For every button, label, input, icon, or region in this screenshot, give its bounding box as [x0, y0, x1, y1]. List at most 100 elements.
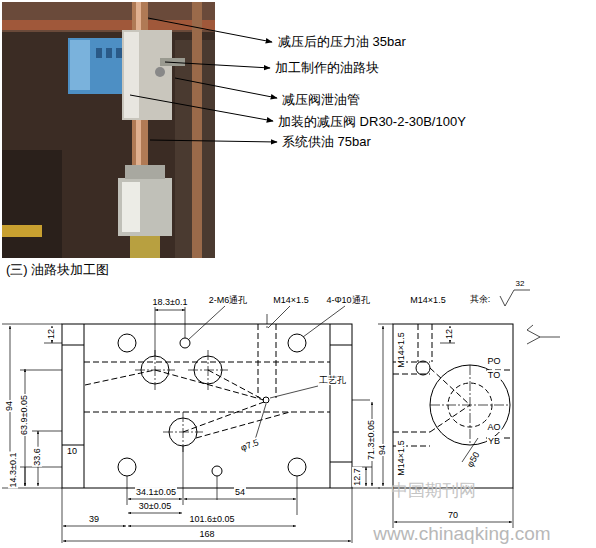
photo: [122, 182, 140, 232]
photo: [2, 2, 215, 32]
dimension: 168: [198, 530, 215, 540]
front-view: [128, 513, 182, 514]
dimension: 34.1±0.05: [135, 487, 177, 497]
front-view: [155, 310, 185, 311]
front-view: [62, 488, 63, 543]
watermark: www.chinaqking.com: [373, 523, 550, 544]
front-view: [84, 324, 85, 488]
dimension: 94: [4, 400, 14, 412]
front-view: [183, 402, 264, 432]
side-view: [432, 324, 433, 362]
side-view: [430, 368, 470, 405]
photo: [122, 30, 172, 120]
photo: [125, 165, 165, 179]
photo: [124, 32, 139, 118]
port-name: AO: [486, 423, 501, 433]
dimension: 10: [66, 446, 78, 456]
callout-text: 加装的减压阀 DR30-2-30B/100Y: [278, 114, 466, 129]
port-name: PO: [486, 356, 501, 366]
port-name: TO: [487, 371, 501, 381]
front-view: [84, 412, 330, 413]
watermark: 中国期刊网: [391, 482, 476, 501]
dimension: 54: [234, 487, 246, 497]
side-view: [430, 405, 510, 406]
front-view: [32, 431, 62, 432]
leader-lines: [130, 95, 273, 121]
leader-lines: [130, 18, 277, 142]
roughness-note: 其余:: [469, 294, 492, 304]
dimension: φ50: [464, 449, 482, 469]
front-view: [2, 305, 380, 543]
hole-note: 4-Φ10通孔: [325, 296, 370, 306]
photo: [106, 48, 112, 58]
dimension: 12: [445, 328, 455, 340]
dimension: 63.9±0.05: [19, 394, 29, 436]
front-view: [155, 370, 264, 400]
callout-text: 加装的减压阀 DR30-2-30B/100Y: [278, 115, 466, 129]
dimension: 30±0.05: [138, 502, 172, 512]
thread-note: M14×1.5: [409, 295, 446, 305]
thread-note: M14×1.5: [396, 331, 406, 368]
front-view: [185, 305, 186, 338]
callout-text: 减压阀泄油管: [282, 92, 360, 107]
side-view: [393, 374, 430, 375]
dimension: 101.6±0.05: [189, 515, 236, 525]
front-view: [44, 343, 62, 344]
dimension: 34.1±0.05: [135, 488, 177, 498]
callout-text: 减压阀泄油管: [282, 93, 360, 107]
callout-text: 系统供油 75bar: [282, 135, 371, 149]
callout-text: 减压后的压力油 35bar: [278, 34, 406, 49]
dimension: 70: [447, 511, 459, 521]
side-view: [393, 324, 513, 488]
section-title: (三) 油路块加工图: [6, 262, 109, 277]
dimension: 168: [198, 529, 215, 539]
roughness-note: 其余:: [469, 295, 492, 305]
thread-note: M14×1.5: [272, 296, 309, 306]
front-view: [135, 370, 175, 371]
leader-lines: [175, 78, 277, 98]
front-view: [127, 476, 128, 505]
photo: [2, 2, 215, 258]
front-view: [2, 324, 62, 325]
front-view: [267, 314, 268, 330]
front-view: [352, 488, 353, 543]
front-view: [20, 370, 62, 371]
thread-note: M14×1.5: [397, 331, 407, 368]
thread-note: M14×1.5: [397, 439, 407, 476]
callout-text: 加工制作的油路块: [275, 61, 379, 75]
side-view: [393, 324, 513, 446]
photo: [192, 2, 202, 258]
hole-note: 4-Φ10通孔: [325, 295, 370, 305]
photo: [2, 2, 215, 258]
dimension: 18.3±0.1: [152, 297, 189, 307]
photo: [155, 67, 165, 77]
side-view: [500, 290, 530, 306]
front-view: [255, 404, 266, 440]
front-view: [258, 324, 259, 398]
front-view: [25, 467, 26, 486]
side-view: [430, 405, 470, 432]
side-view: [513, 488, 514, 528]
front-view: [63, 526, 126, 527]
dimension: 39: [88, 515, 100, 525]
front-view: [183, 446, 184, 505]
front-view: [352, 488, 380, 489]
front-view: [128, 526, 296, 527]
dimension: 12.7: [352, 467, 362, 487]
dimension: 63.9±0.05: [20, 394, 30, 436]
front-view: [63, 541, 351, 542]
callout-text: 减压后的压力油 35bar: [278, 35, 406, 49]
front-view: [163, 432, 203, 433]
front-view: [217, 476, 218, 500]
dimension: 12: [46, 328, 56, 340]
dimension: 14.3±0.1: [8, 452, 18, 489]
front-view: [84, 324, 330, 438]
hole-note: 2-M6通孔: [208, 296, 249, 306]
port-name: TO: [487, 370, 501, 380]
photo: [68, 38, 130, 94]
front-view: [352, 400, 370, 401]
section-title: (三) 油路块加工图: [6, 263, 109, 277]
front-view: [208, 370, 264, 400]
hole-note: 工艺孔: [318, 375, 347, 385]
